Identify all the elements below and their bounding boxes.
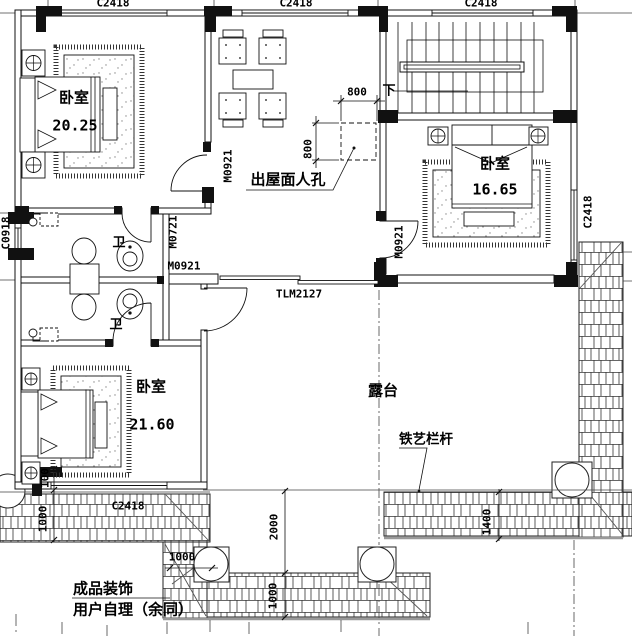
bathroom-fixtures (28, 212, 144, 342)
dimension-lines (50, 95, 503, 621)
annotation-iron-railing: 铁艺栏杆 (399, 431, 453, 448)
window-label-left: C0918 (0, 216, 13, 250)
room-area-bedroom-top-left: 20.25 (52, 116, 98, 135)
window-c2418-bottom (50, 481, 168, 490)
door-label-bathroom-upper: M0721 (166, 215, 180, 249)
window-label-bottom: C2418 (111, 499, 145, 513)
toilet-tank (69, 263, 100, 295)
dim-manhole-width: 800 (347, 85, 367, 99)
wash-basin (116, 288, 144, 320)
dim-left-ledge: 1000 (36, 505, 50, 533)
pillows (40, 393, 58, 455)
nightstand (21, 461, 41, 485)
toilet-bowl (71, 293, 97, 321)
sliding-door-leaf (219, 275, 301, 280)
corner-columns (8, 6, 578, 496)
door-label-bedroom-right: M0921 (392, 225, 406, 259)
window-c2418-top-middle (241, 9, 349, 17)
bed-bench (102, 87, 118, 141)
stair-direction-label: 下 (382, 83, 396, 99)
staircase (394, 22, 544, 113)
roof-access-manhole (246, 122, 377, 191)
annotation-finish-2: 用户自理（余同） (72, 600, 194, 619)
pillows (454, 146, 528, 164)
tea-table (232, 69, 274, 90)
nightstand (21, 49, 46, 77)
bed-bench (463, 211, 515, 227)
sitting-area-furniture (218, 29, 287, 128)
door-swing-bathroom-upper (121, 212, 152, 243)
room-label-bathroom-upper: 卫 (112, 235, 126, 251)
nightstand (528, 126, 549, 146)
rug-fringe (53, 44, 145, 179)
room-label-bedroom-right: 卧室 (479, 154, 511, 173)
leader-lines (72, 447, 428, 599)
window-label-right: C2418 (581, 195, 595, 229)
wash-basin (116, 240, 144, 272)
room-label-bedroom-bottom-left: 卧室 (135, 377, 167, 396)
pillows (37, 80, 57, 149)
rug-fringe (422, 159, 551, 248)
door-swing-bedroom-top-left (170, 154, 208, 192)
toilet-bowl (71, 237, 97, 265)
bed-headboard (19, 77, 36, 153)
round-column (359, 546, 395, 582)
door-swing-terrace (203, 287, 248, 332)
nightstand (427, 126, 449, 146)
dim-bed-wall-gap: 100 (38, 468, 52, 488)
room-label-terrace: 露台 (367, 381, 399, 400)
sliding-door-leaf (297, 280, 379, 285)
terrace-railing-bands (0, 241, 632, 621)
round-column (554, 462, 590, 498)
bed-bench (94, 401, 108, 449)
dim-manhole-height: 800 (301, 139, 315, 159)
bed-headboard (20, 391, 39, 457)
window-c2418-top-left (59, 9, 168, 17)
nightstand (21, 151, 46, 179)
room-area-bedroom-right: 16.65 (472, 180, 518, 199)
window-label-top-left: C2418 (96, 0, 130, 10)
window-label-top-right: C2418 (464, 0, 498, 10)
dim-step-upper: 2000 (267, 513, 281, 541)
door-label-terrace-sliding: TLM2127 (275, 287, 323, 301)
window-label-top-middle: C2418 (279, 0, 313, 10)
dim-step-lower: 1000 (266, 582, 280, 610)
door-label-bedroom-top-left: M0921 (221, 149, 235, 183)
room-label-bathroom-lower: 卫 (109, 317, 123, 333)
bedroom-bottom-left-furniture (20, 365, 132, 485)
bedroom-right-furniture (422, 124, 551, 248)
shower-head (28, 212, 59, 227)
annotation-roof-access: 出屋面人孔 (250, 170, 326, 189)
door-swing-bathroom-lower (112, 302, 152, 342)
nightstand (21, 367, 41, 391)
room-area-bedroom-bottom-left: 21.60 (129, 415, 175, 434)
doors (112, 154, 419, 342)
annotation-finish-1: 成品装饰 (72, 579, 134, 598)
round-column (193, 546, 229, 582)
room-label-bedroom-top-left: 卧室 (58, 88, 90, 107)
window-c0918-left (14, 227, 22, 251)
dim-right-ledge: 1400 (480, 508, 494, 536)
dim-step-width: 1000 (168, 550, 196, 564)
bedroom-top-left-furniture (19, 44, 145, 179)
door-label-bathroom-lower: M0921 (167, 259, 201, 273)
door-swing-bedroom-right (380, 220, 419, 259)
window-c2418-right (570, 189, 578, 261)
shower-head (28, 327, 59, 342)
window-c2418-top-right (431, 9, 534, 17)
